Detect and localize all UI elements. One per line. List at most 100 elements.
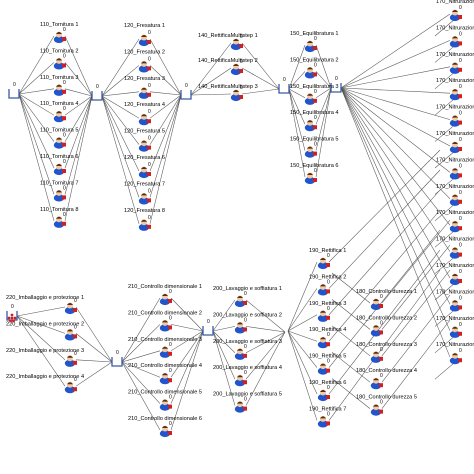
flow-connector <box>149 94 182 145</box>
queue-buffer-q6[interactable]: 0 <box>111 350 123 367</box>
worker-icon <box>138 219 151 231</box>
flow-connector <box>340 87 451 94</box>
flow-connector <box>287 330 318 342</box>
worker-icon <box>230 89 243 102</box>
queue-buffer-q5[interactable]: 0 <box>202 319 214 336</box>
node-label: 170_Nitrurazione 8 <box>436 184 474 190</box>
flow-connector <box>101 95 140 145</box>
queue-buffer-q1[interactable]: 0 <box>91 84 103 101</box>
node-label: 110_Tornitura 3 <box>40 75 78 81</box>
flow-connector <box>18 62 55 95</box>
worker-icon <box>370 351 383 363</box>
queue-buffer-q0[interactable]: 0 <box>8 82 20 99</box>
flow-connector <box>434 203 456 222</box>
node-label: 190_Rettifica 4 <box>309 327 346 333</box>
node-label: 170_Nitrurazione 11 <box>436 263 474 269</box>
flow-connector <box>331 272 371 304</box>
node-count: 0 <box>148 30 151 36</box>
node-label: 120_Fresatura 6 <box>124 155 165 161</box>
node-count: 0 <box>459 111 462 117</box>
flow-connector <box>287 330 318 368</box>
queue-buffer-q4[interactable]: 0 <box>330 76 342 93</box>
sink-node[interactable] <box>7 313 17 323</box>
queue-buffer-q2[interactable]: 0 <box>180 83 192 100</box>
flow-connector <box>245 331 286 406</box>
queue-buffer-q7[interactable]: 0 <box>6 304 18 321</box>
flow-connector <box>288 44 306 90</box>
flow-connector <box>287 288 318 332</box>
flow-connector <box>434 309 456 327</box>
flow-connector <box>101 95 140 119</box>
node-label: 140_RettificaMultistep 2 <box>198 58 258 64</box>
node-label: 180_Controllo durezza 3 <box>356 342 417 348</box>
queue-buffer-q3[interactable]: 0 <box>278 77 290 94</box>
